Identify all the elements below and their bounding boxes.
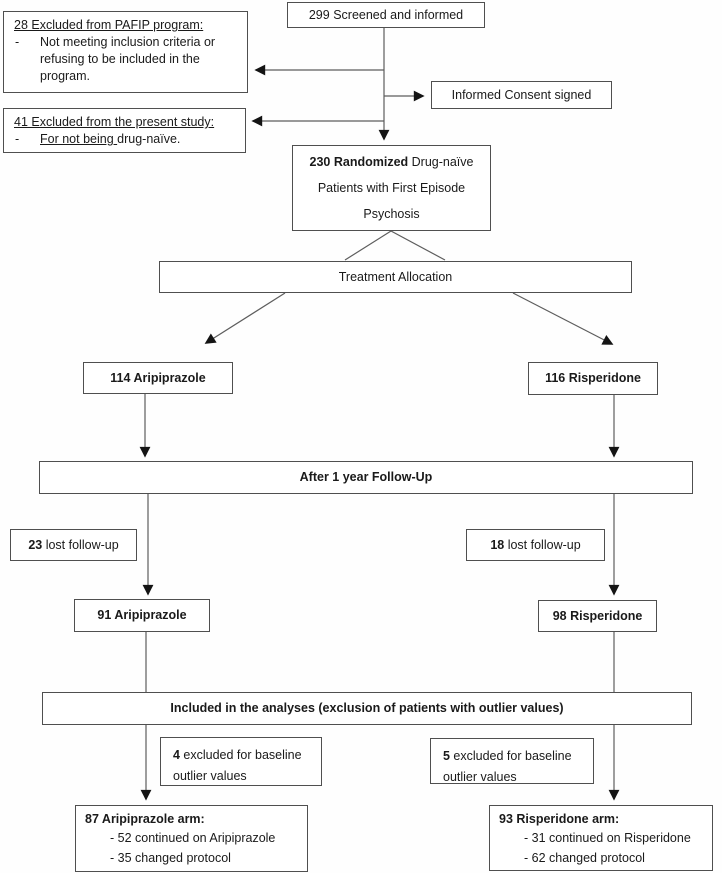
final-risperidone-title: 93 Risperidone arm:	[499, 812, 620, 826]
baseline-excluded-left-line1: 4 excluded for baseline	[173, 748, 302, 762]
consent-label: Informed Consent signed	[451, 87, 592, 102]
excluded-pafip-box: 28 Excluded from PAFIP program: - Not me…	[3, 11, 248, 93]
followup-label: After 1 year Follow-Up	[299, 470, 433, 485]
final-aripiprazole-item1: - 52 continued on Aripiprazole	[110, 830, 276, 845]
bullet-dash: -	[15, 34, 20, 49]
aripiprazole-114-box: 114 Aripiprazole	[83, 362, 233, 394]
bullet-dash: -	[15, 131, 20, 146]
allocation-label: Treatment Allocation	[338, 269, 453, 284]
aripiprazole-91-box: 91 Aripiprazole	[74, 599, 210, 632]
randomized-box: 230 Randomized Drug-naïve Patients with …	[292, 145, 491, 231]
excluded-study-bullet: - For not being drug-naïve.	[4, 131, 245, 148]
final-risperidone-box: 93 Risperidone arm: - 31 continued on Ri…	[489, 805, 713, 871]
wire-randomized-to-allocation-right	[390, 230, 446, 261]
wire-randomized-to-allocation-left	[344, 230, 392, 261]
baseline-excluded-left-line2: outlier values	[173, 769, 247, 783]
consent-box: Informed Consent signed	[431, 81, 612, 109]
final-risperidone-item2: - 62 changed protocol	[524, 850, 645, 865]
wire-allocation-to-aripiprazole	[204, 292, 286, 344]
randomized-line3: Psychosis	[363, 207, 420, 221]
excluded-study-box: 41 Excluded from the present study: - Fo…	[3, 108, 246, 153]
excluded-pafip-bullet: - Not meeting inclusion criteria or refu…	[4, 34, 247, 85]
analyses-label: Included in the analyses (exclusion of p…	[170, 701, 564, 716]
risperidone-98-label: 98 Risperidone	[552, 608, 643, 623]
lost-followup-left-box: 23 lost follow-up	[10, 529, 137, 561]
lost-followup-right-label: 18 lost follow-up	[490, 537, 581, 552]
screened-box: 299 Screened and informed	[287, 2, 485, 28]
followup-box: After 1 year Follow-Up	[39, 461, 693, 494]
aripiprazole-91-label: 91 Aripiprazole	[97, 608, 187, 623]
baseline-excluded-right-box: 5 excluded for baseline outlier values	[430, 738, 594, 784]
final-aripiprazole-item2: - 35 changed protocol	[110, 850, 231, 865]
excluded-pafip-title: 28 Excluded from PAFIP program:	[14, 18, 204, 32]
allocation-box: Treatment Allocation	[159, 261, 632, 293]
risperidone-116-box: 116 Risperidone	[528, 362, 658, 395]
baseline-excluded-right-line1: 5 excluded for baseline	[443, 749, 572, 763]
excluded-study-bullet-text: For not being drug-naïve.	[40, 131, 181, 146]
randomized-line1: 230 Randomized Drug-naïve	[309, 155, 474, 169]
risperidone-116-label: 116 Risperidone	[545, 371, 641, 386]
lost-followup-right-box: 18 lost follow-up	[466, 529, 605, 561]
baseline-excluded-right-line2: outlier values	[443, 770, 517, 784]
excluded-pafip-bullet-text: Not meeting inclusion criteria or refusi…	[40, 34, 216, 83]
excluded-study-title: 41 Excluded from the present study:	[14, 115, 215, 129]
final-aripiprazole-title: 87 Aripiprazole arm:	[85, 812, 205, 826]
baseline-excluded-left-box: 4 excluded for baseline outlier values	[160, 737, 322, 786]
final-aripiprazole-box: 87 Aripiprazole arm: - 52 continued on A…	[75, 805, 308, 872]
wire-allocation-to-risperidone	[512, 292, 614, 345]
randomized-line2: Patients with First Episode	[317, 181, 466, 195]
lost-followup-left-label: 23 lost follow-up	[28, 537, 119, 552]
analyses-box: Included in the analyses (exclusion of p…	[42, 692, 692, 725]
screened-label: 299 Screened and informed	[308, 7, 464, 22]
aripiprazole-114-label: 114 Aripiprazole	[110, 370, 206, 385]
risperidone-98-box: 98 Risperidone	[538, 600, 657, 632]
final-risperidone-item1: - 31 continued on Risperidone	[524, 830, 691, 845]
